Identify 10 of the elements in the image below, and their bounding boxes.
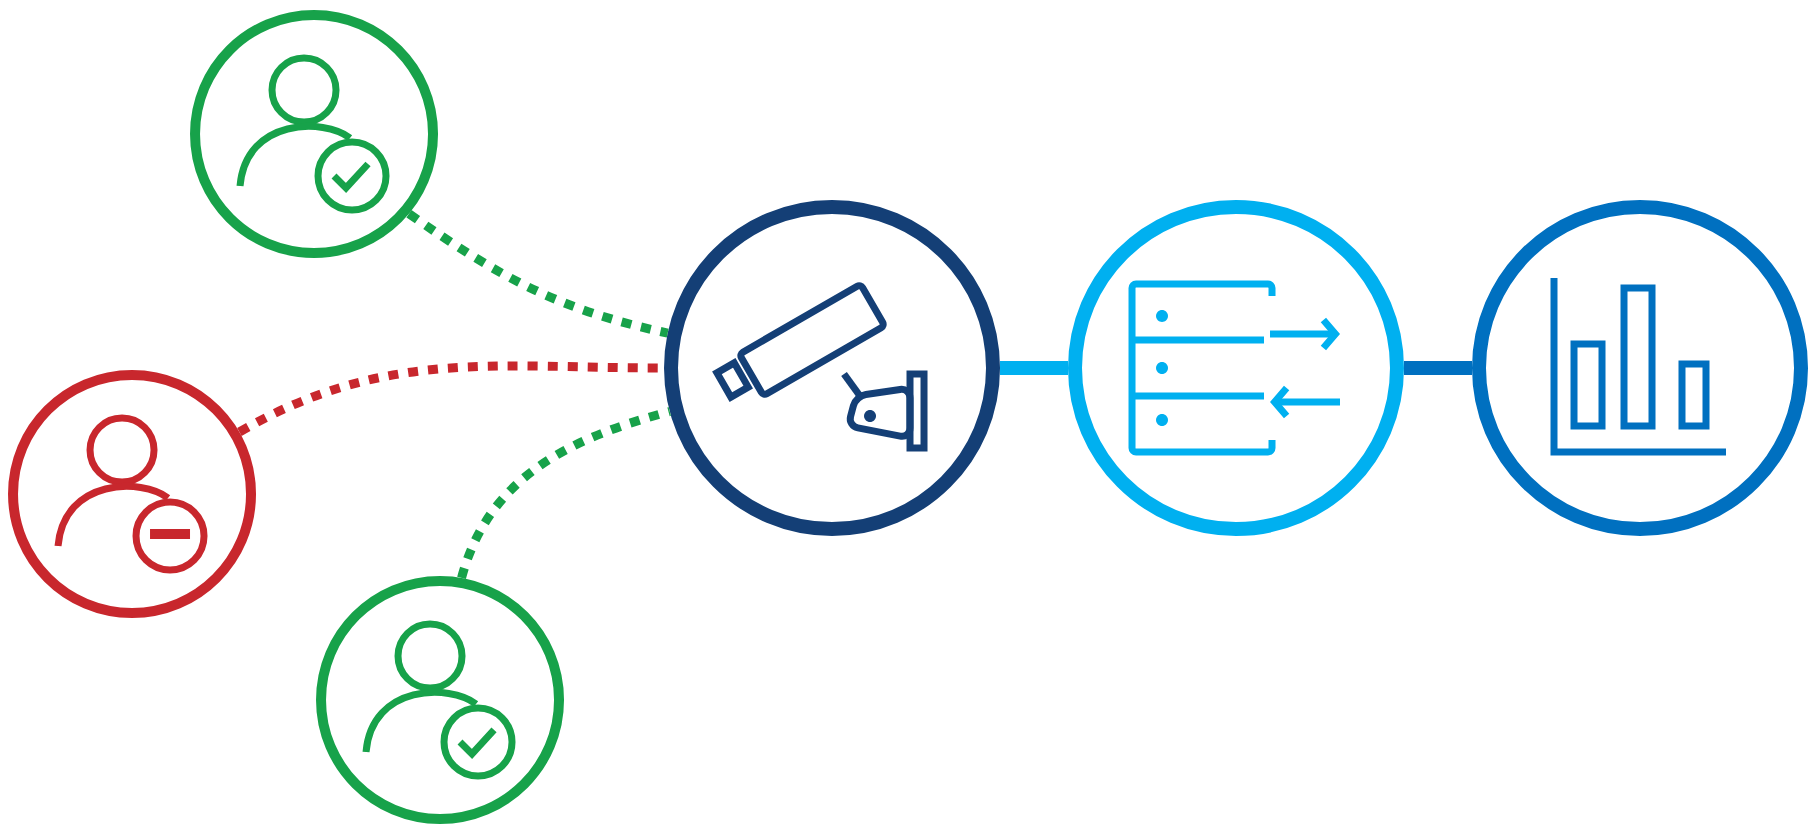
connector-line [1404,361,1472,375]
circle-node [316,576,564,824]
dotted-connector [406,210,669,338]
connector-line [1000,361,1068,375]
circle-node [1472,200,1808,536]
circle-node [8,370,256,618]
circle-node [664,200,1000,536]
circle-node [190,10,438,258]
dotted-connector [457,407,671,580]
circle-node [1068,200,1404,536]
